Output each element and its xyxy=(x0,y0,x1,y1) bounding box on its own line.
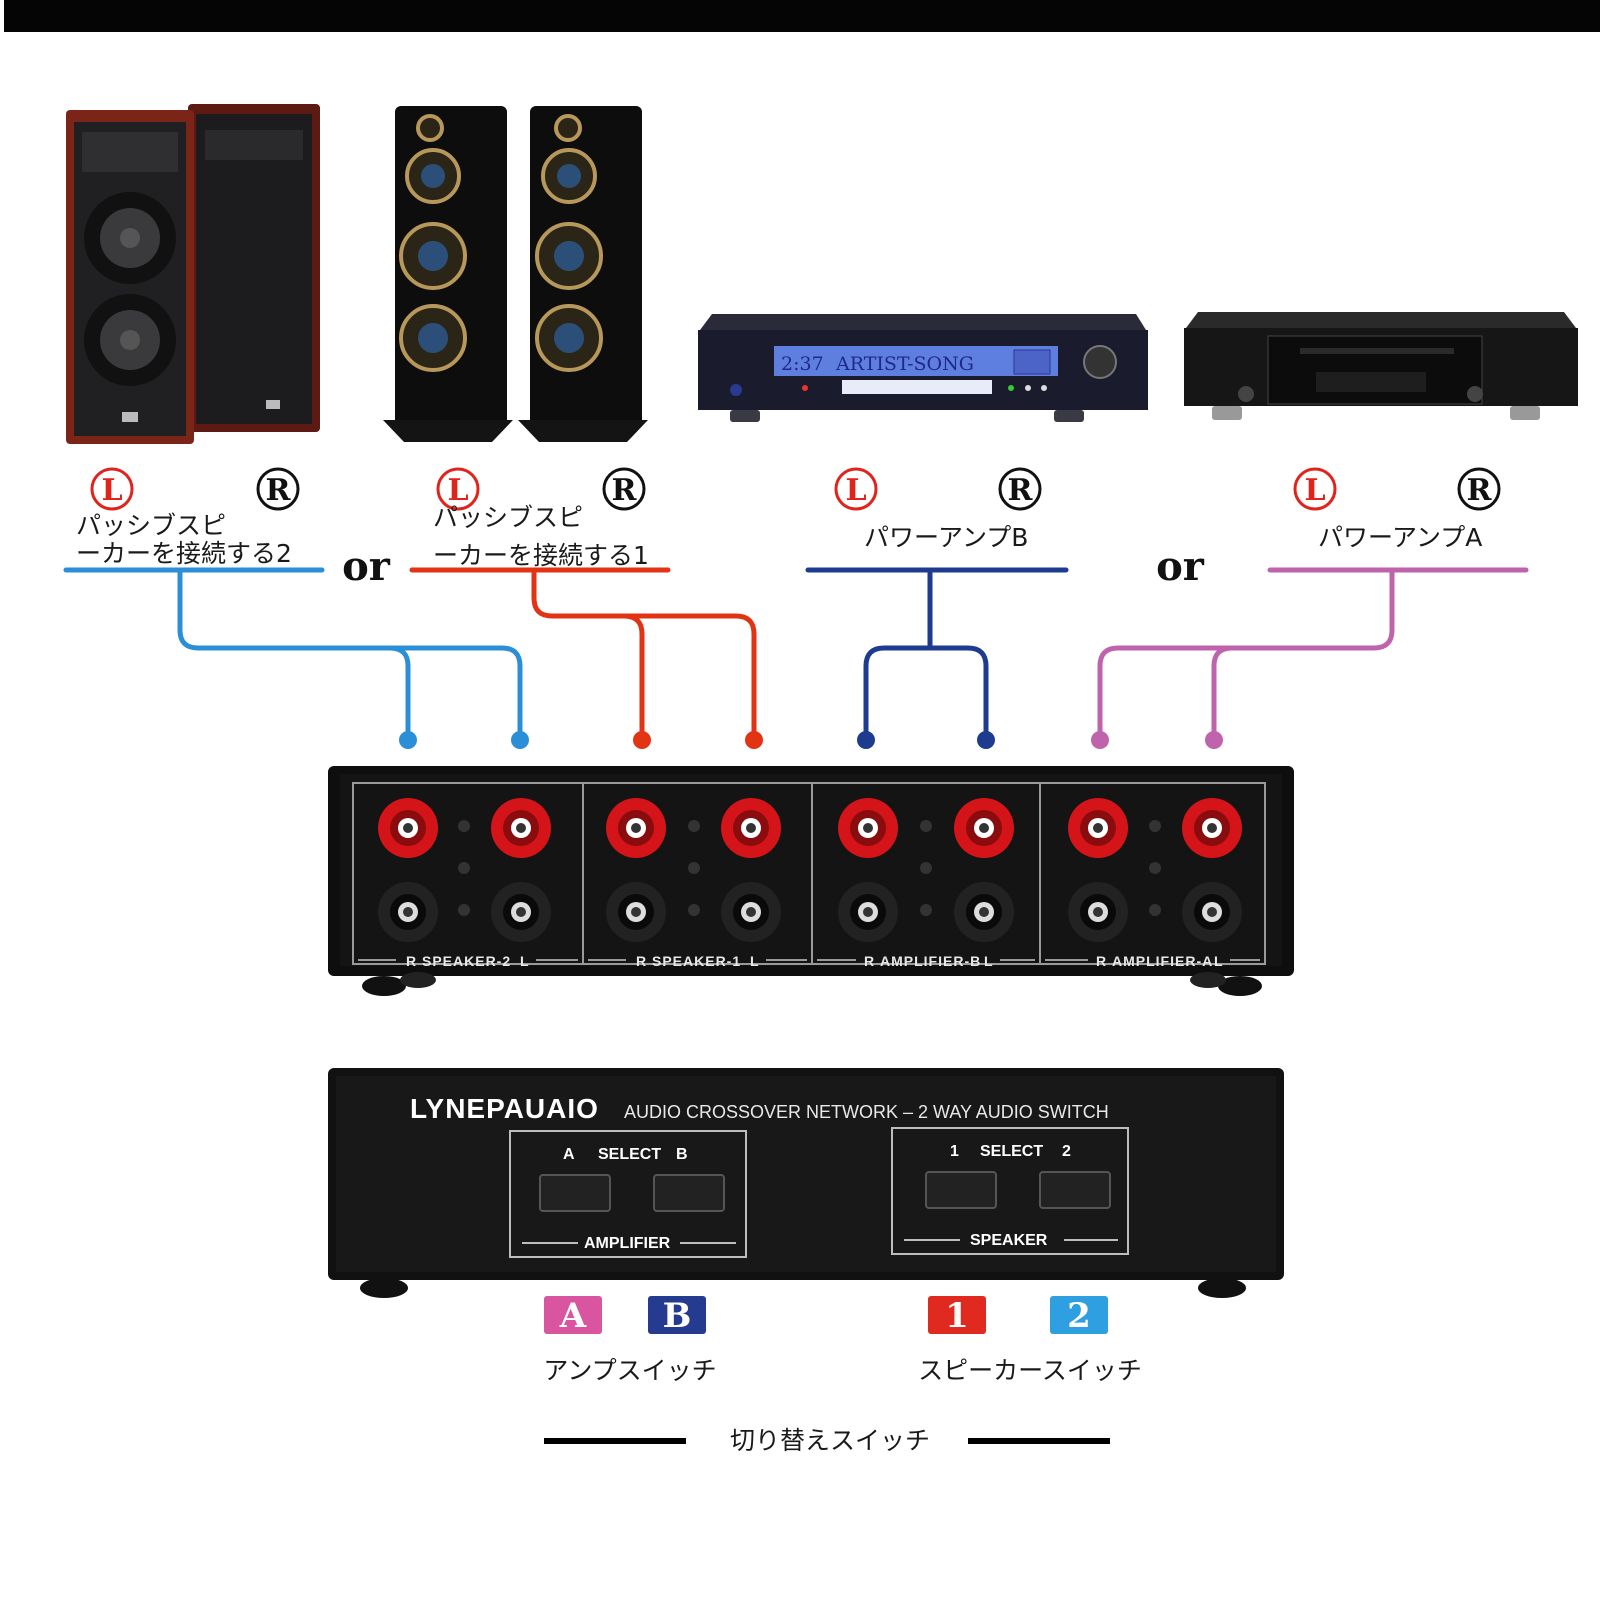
terminal-group-speaker-2 xyxy=(378,798,551,942)
wire-endpoints xyxy=(399,731,1223,749)
speaker-1-button[interactable] xyxy=(925,1171,997,1209)
amplifier-b-image: 2:37 ARTIST-SONG xyxy=(698,314,1148,422)
terminal-group-amplifier-a xyxy=(1068,798,1242,942)
badge-2: 2 xyxy=(1067,1296,1091,1336)
speaker-2-l: L xyxy=(520,953,530,969)
right-marker-1: R xyxy=(266,473,292,508)
speaker-image-1 xyxy=(383,106,648,442)
speaker-image-2 xyxy=(66,104,320,444)
speaker-selector-label: SPEAKER xyxy=(970,1232,1048,1249)
or-label-1: or xyxy=(342,543,391,590)
speaker-1-l: L xyxy=(750,953,760,969)
speaker-1-wire xyxy=(409,567,757,741)
amp-select-a: A xyxy=(563,1146,575,1163)
left-marker-1: L xyxy=(101,473,122,508)
speaker-2-name: SPEAKER-2 xyxy=(422,953,511,969)
spk-select-2: 2 xyxy=(1062,1143,1071,1160)
terminal-group-speaker-1 xyxy=(606,798,781,942)
amplifier-a-name: AMPLIFIER-A xyxy=(1112,953,1213,969)
speaker-1-label-line1: パッシブスピ xyxy=(433,503,583,532)
brand-logo: LYNEPAUAIO xyxy=(410,1093,599,1124)
amplifier-b-button[interactable] xyxy=(653,1174,725,1212)
speaker-2-wire xyxy=(63,567,523,741)
display-time: 2:37 xyxy=(781,353,824,375)
speaker-1-name: SPEAKER-1 xyxy=(652,953,741,969)
amp-select-label: SELECT xyxy=(598,1146,661,1163)
speaker-2-r: R xyxy=(406,953,417,969)
amplifier-selector-label: AMPLIFIER xyxy=(584,1235,671,1252)
right-marker-2: R xyxy=(612,473,638,508)
amplifier-b-wire xyxy=(805,567,1069,741)
back-panel-labels: R SPEAKER-2 L R SPEAKER-1 L R AMPLIFIER-… xyxy=(358,953,1260,969)
display-text: ARTIST-SONG xyxy=(835,353,974,375)
right-marker-4: R xyxy=(1467,473,1493,508)
amplifier-b-name: AMPLIFIER-B xyxy=(880,953,981,969)
speaker-2-button[interactable] xyxy=(1039,1171,1111,1209)
speaker-2-label-line2: ーカーを接続する2 xyxy=(76,539,292,568)
back-panel: R SPEAKER-2 L R SPEAKER-1 L R AMPLIFIER-… xyxy=(328,766,1294,996)
amplifier-a-wire xyxy=(1097,567,1529,741)
spk-select-1: 1 xyxy=(950,1143,959,1160)
top-banner xyxy=(4,0,1600,32)
speaker-switch-caption: スピーカースイッチ xyxy=(918,1356,1142,1385)
terminal-group-amplifier-b xyxy=(838,798,1014,942)
lr-markers: L R L R L R L R xyxy=(90,467,1501,511)
brand-subtitle: AUDIO CROSSOVER NETWORK – 2 WAY AUDIO SW… xyxy=(624,1102,1109,1122)
front-panel: LYNEPAUAIO AUDIO CROSSOVER NETWORK – 2 W… xyxy=(328,1068,1284,1298)
right-marker-3: R xyxy=(1008,473,1034,508)
badge-a: A xyxy=(559,1296,587,1336)
amp-switch-caption: アンプスイッチ xyxy=(543,1356,716,1385)
toggle-switch-caption: 切り替えスイッチ xyxy=(730,1426,930,1455)
switch-badges: A B 1 2 xyxy=(544,1296,1108,1336)
or-label-2: or xyxy=(1156,543,1205,590)
amplifier-a-image xyxy=(1184,312,1578,420)
speaker-2-label-line1: パッシブスピ xyxy=(76,511,226,540)
spk-select-label: SELECT xyxy=(980,1143,1043,1160)
amplifier-a-l: L xyxy=(1214,953,1224,969)
badge-1: 1 xyxy=(945,1296,969,1336)
amplifier-b-l: L xyxy=(984,953,994,969)
speaker-1-label-line2: ーカーを接続する1 xyxy=(433,541,649,570)
amplifier-b-label: パワーアンプB xyxy=(864,523,1028,552)
left-marker-4: L xyxy=(1304,473,1325,508)
left-marker-3: L xyxy=(845,473,866,508)
amp-select-b: B xyxy=(676,1146,688,1163)
badge-b: B xyxy=(663,1296,692,1336)
amplifier-b-r: R xyxy=(864,953,875,969)
left-marker-2: L xyxy=(447,473,468,508)
speaker-1-r: R xyxy=(636,953,647,969)
amplifier-a-r: R xyxy=(1096,953,1107,969)
amplifier-a-button[interactable] xyxy=(539,1174,611,1212)
amplifier-a-label: パワーアンプA xyxy=(1318,523,1482,552)
